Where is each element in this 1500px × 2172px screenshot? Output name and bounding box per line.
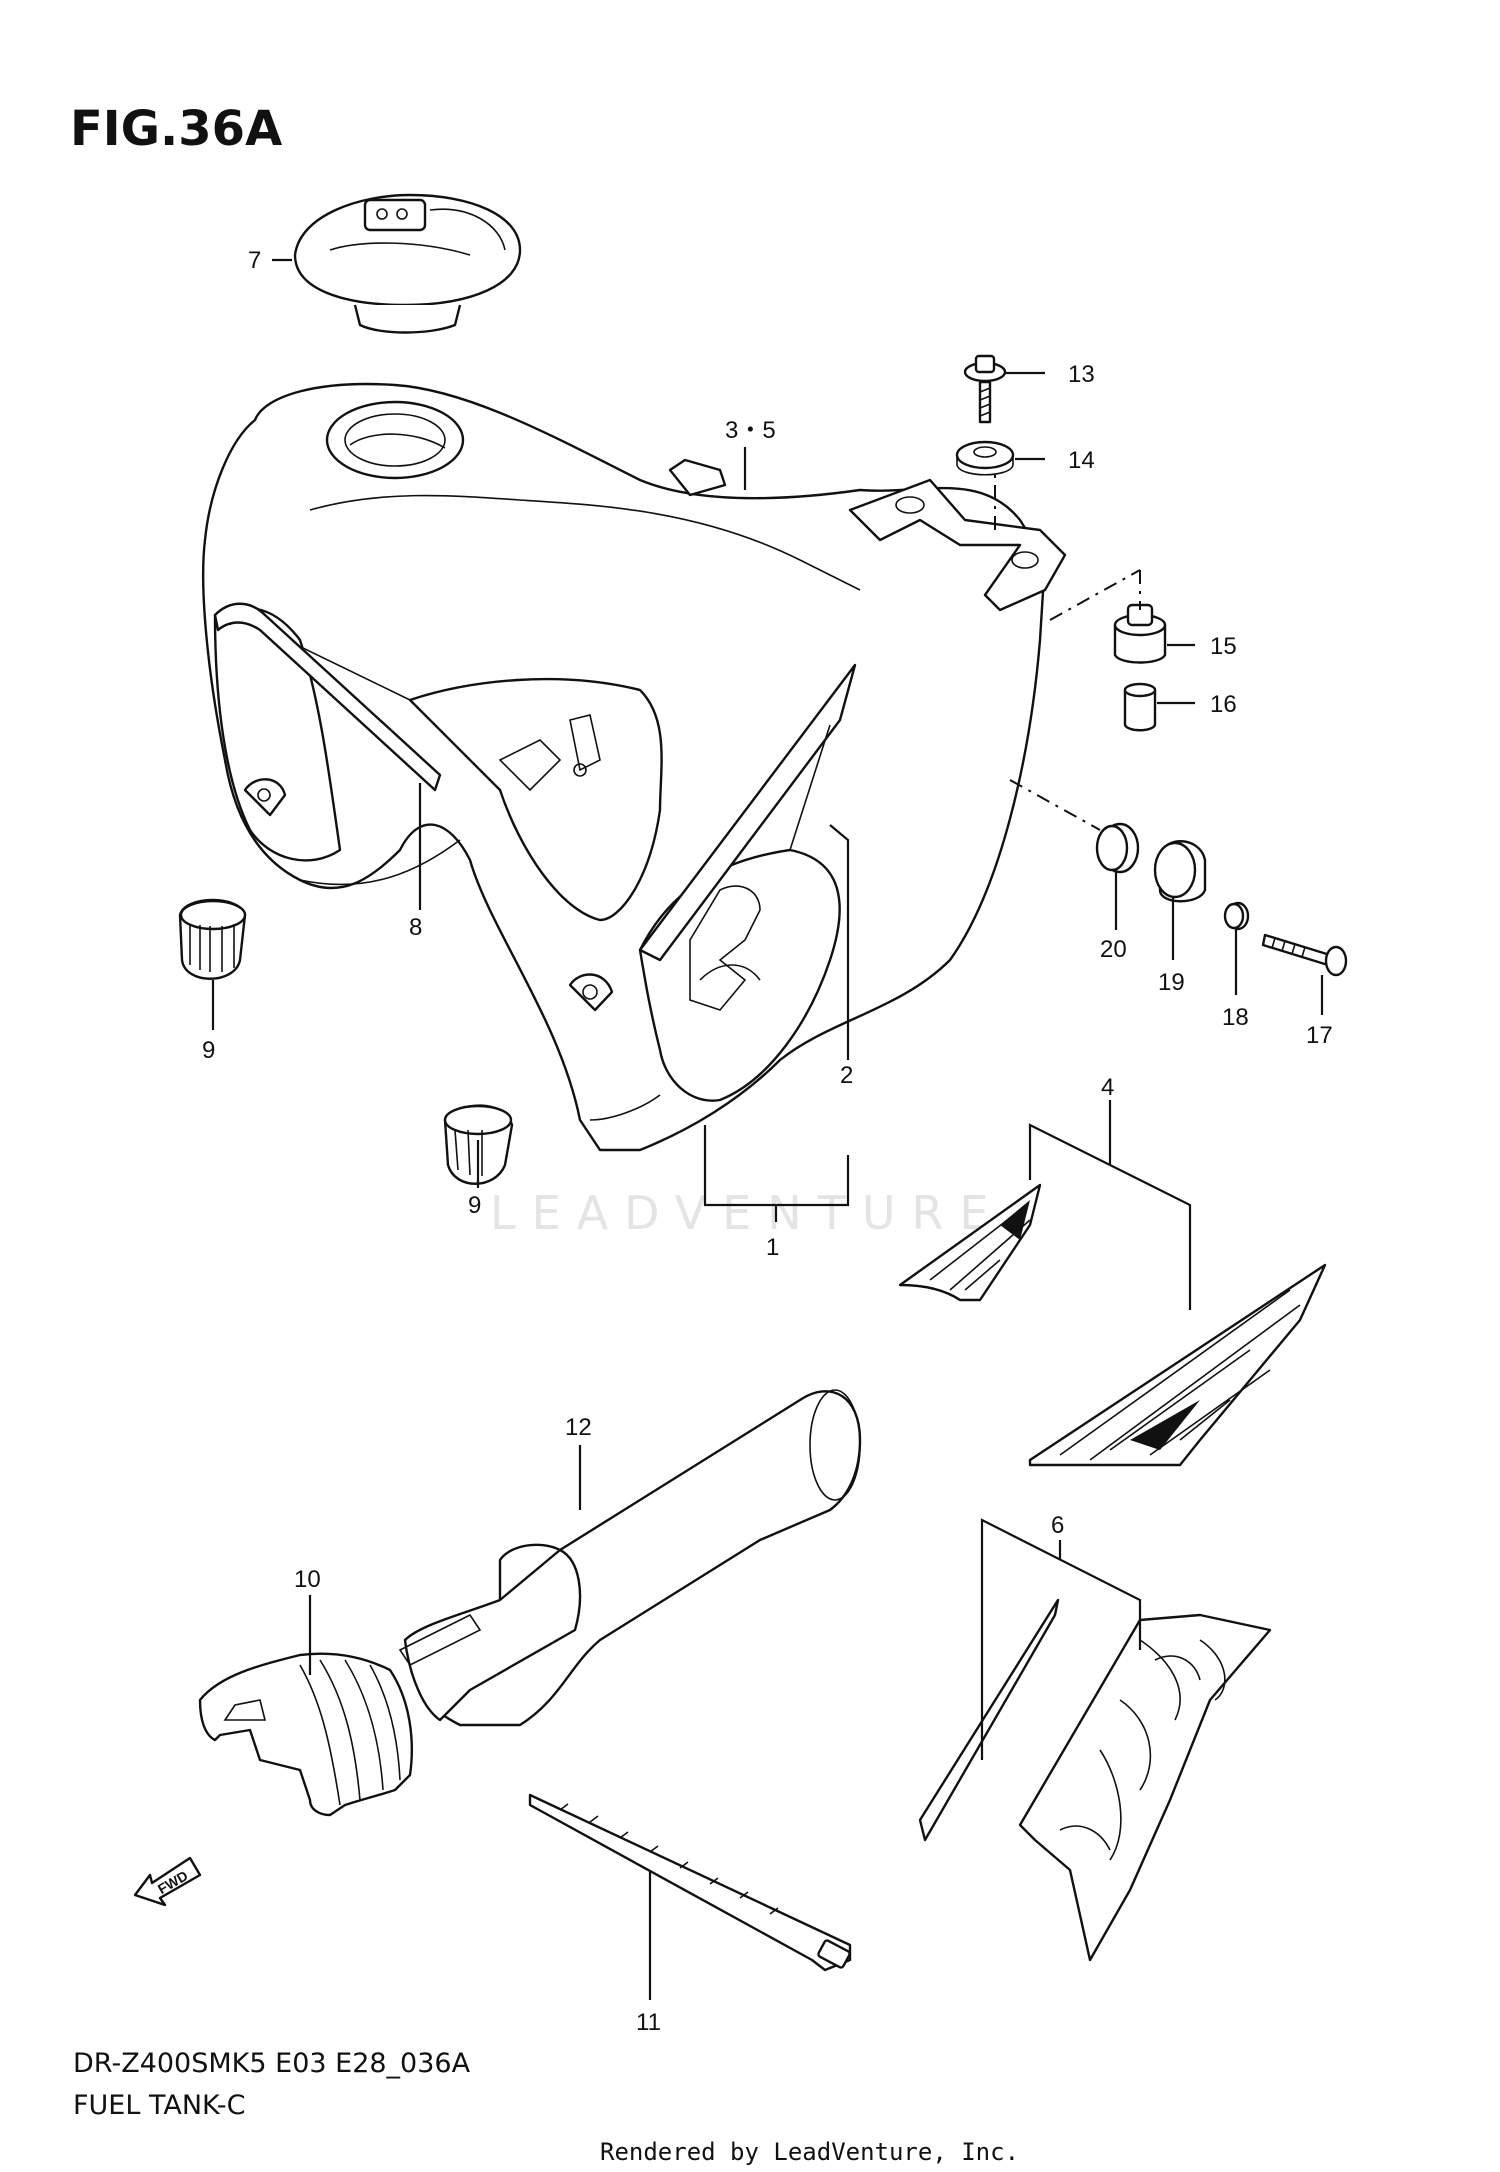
callout-10: 10 <box>294 1566 321 1593</box>
holder-part-10[interactable] <box>198 1652 413 1817</box>
collar-part-16[interactable] <box>1123 682 1157 732</box>
decal-set-part-4[interactable] <box>898 1183 1327 1467</box>
render-credit: Rendered by LeadVenture, Inc. <box>600 2138 1020 2166</box>
callout-9a: 9 <box>202 1037 215 1064</box>
section-name: FUEL TANK-C <box>73 2090 246 2121</box>
callout-6: 6 <box>1051 1512 1064 1539</box>
callout-18: 18 <box>1222 1004 1249 1031</box>
callout-13: 13 <box>1068 361 1095 388</box>
callout-16: 16 <box>1210 691 1237 718</box>
callout-9b: 9 <box>468 1192 481 1219</box>
callout-1: 1 <box>766 1234 779 1261</box>
watermark: LEADVENTURE <box>490 1186 1005 1240</box>
collar-part-18[interactable] <box>1223 901 1250 931</box>
spacer-part-19[interactable] <box>1153 840 1207 903</box>
leader-lines <box>211 258 1324 2000</box>
fwd-arrow-icon: FWD <box>133 1856 202 1907</box>
fuel-cap-part-7[interactable] <box>293 193 522 334</box>
callout-4: 4 <box>1101 1074 1114 1101</box>
figure-title: FIG.36A <box>70 101 283 157</box>
decal-set-part-6[interactable] <box>918 1598 1272 1962</box>
callout-2: 2 <box>840 1062 853 1089</box>
washer-part-14[interactable] <box>955 440 1015 476</box>
callout-19: 19 <box>1158 969 1185 996</box>
callout-labels: 7 13 14 3・5 15 16 8 9 9 20 19 18 17 2 1 … <box>202 247 1333 2036</box>
callout-14: 14 <box>1068 447 1095 474</box>
model-code: DR-Z400SMK5 E03 E28_036A <box>73 2048 471 2079</box>
callout-12: 12 <box>565 1414 592 1441</box>
cushion-part-9a[interactable] <box>178 898 247 980</box>
callout-11: 11 <box>636 2009 661 2036</box>
callout-7: 7 <box>248 247 261 274</box>
insulator-part-12[interactable] <box>398 1389 862 1727</box>
grommet-part-15[interactable] <box>1113 603 1167 664</box>
callout-15: 15 <box>1210 633 1237 660</box>
callout-8: 8 <box>409 914 422 941</box>
callout-3-5: 3・5 <box>725 417 776 444</box>
callout-20: 20 <box>1100 936 1127 963</box>
callout-17: 17 <box>1306 1022 1333 1049</box>
cable-tie-part-11[interactable] <box>528 1793 852 1972</box>
hose-part-8[interactable] <box>213 602 442 792</box>
fuel-tank-part-3-5[interactable] <box>202 382 1067 1152</box>
mounting-centerlines <box>994 470 1141 831</box>
bolt-part-17[interactable] <box>1261 933 1348 977</box>
bolt-part-13[interactable] <box>963 354 1007 424</box>
cushion-part-20[interactable] <box>1095 822 1140 874</box>
